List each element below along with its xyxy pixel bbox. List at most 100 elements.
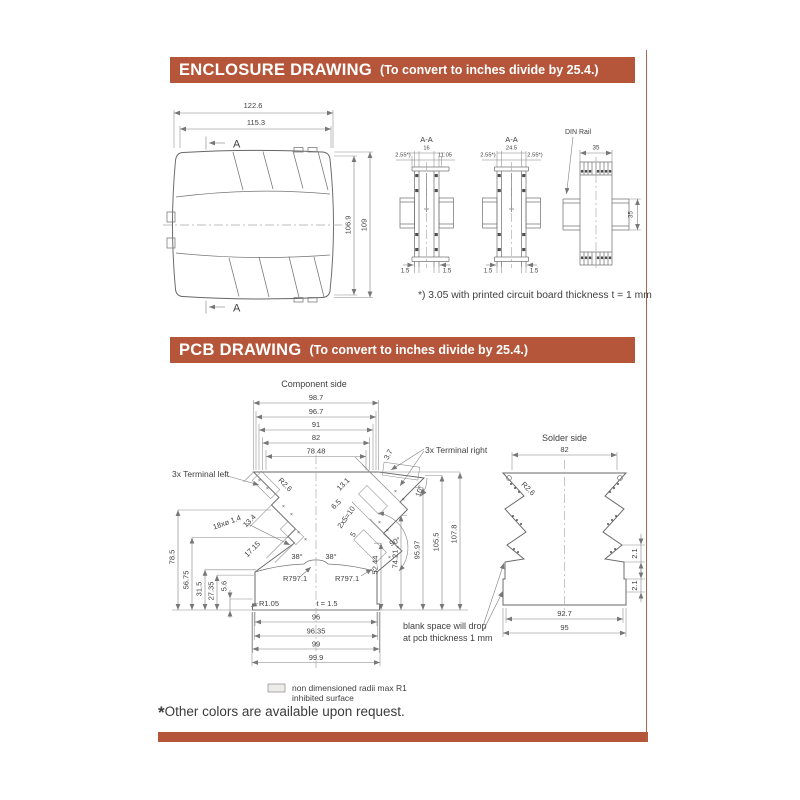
- svg-text:×: ×: [394, 489, 397, 495]
- label-r105: R1.05: [259, 599, 279, 608]
- svg-text:×: ×: [378, 520, 381, 526]
- section2-dim-foot-left: 1.5: [484, 268, 493, 275]
- dim-comp-top-3: 91: [312, 420, 320, 429]
- section1-dim-width: 16: [423, 146, 429, 152]
- dim-comp-left-3: 31.5: [195, 582, 204, 597]
- section2-dim-wall-right: 2.55*): [527, 153, 543, 159]
- dim-pitch-5: 5: [348, 530, 358, 539]
- section2-dim-wall-left: 2.55*): [480, 153, 496, 159]
- dim-comp-top-2: 96.7: [309, 407, 324, 416]
- dim-134: 13.4: [241, 512, 258, 529]
- dim-angle-10: 10°: [413, 484, 425, 498]
- svg-text:×: ×: [396, 545, 399, 551]
- dim-131: 13.1: [335, 476, 352, 493]
- footer-note-text: Other colors are available upon request.: [164, 704, 405, 719]
- dim-comp-right-4: 105.5: [432, 533, 441, 552]
- legend-swatch: [267, 683, 286, 693]
- legend-line-2: inhibited surface: [292, 693, 354, 703]
- label-holes: 18x⌀ 1.4: [212, 513, 242, 531]
- pcb-component-side: Component side ××× ××× ××× ×××: [168, 379, 488, 668]
- footer-asterisk: *: [158, 703, 165, 722]
- dim-pitch: 2x5=10: [335, 504, 357, 530]
- label-terminal-right: 3x Terminal right: [425, 445, 488, 455]
- enclosure-header-subtitle: (To convert to inches divide by 25.4.): [380, 63, 599, 77]
- section-din-rail: DIN Rail 35 3: [562, 129, 641, 270]
- dim-angle-90: 90°: [388, 535, 402, 548]
- section-marker-a-top: A: [233, 139, 241, 151]
- section2-label: A-A: [505, 135, 518, 144]
- solder-side-label: Solder side: [542, 433, 587, 443]
- dim-comp-right-3: 95.97: [413, 541, 422, 560]
- note-line-1: blank space will drop: [403, 621, 487, 631]
- enclosure-header-title: ENCLOSURE DRAWING: [179, 60, 373, 79]
- dim-65: 6.5: [329, 497, 343, 511]
- dim-enclosure-height-outer: 109: [360, 219, 369, 232]
- dim-comp-right-5: 107.8: [450, 525, 459, 544]
- blank-space-note: blank space will drop at pcb thickness 1…: [403, 562, 505, 643]
- din-dim-width-top: 35: [593, 145, 600, 152]
- component-side-label: Component side: [281, 379, 347, 389]
- label-thickness: t = 1.5: [316, 599, 337, 608]
- dim-comp-bot-4: 99.9: [309, 653, 324, 662]
- dim-comp-right-1: 52.44: [371, 556, 380, 575]
- bottom-accent-bar: [158, 732, 648, 742]
- dim-enclosure-width-inner: 115.3: [247, 118, 265, 127]
- enclosure-section-header: ENCLOSURE DRAWING (To convert to inches …: [170, 57, 635, 83]
- section2-dim-width: 24.5: [506, 146, 517, 152]
- pcb-solder-side: Solder side 82 R2.6 2.1: [501, 433, 645, 637]
- label-terminal-left: 3x Terminal left: [172, 469, 230, 479]
- section1-dim-foot-right: 1.5: [443, 268, 452, 275]
- svg-text:×: ×: [297, 530, 300, 536]
- dim-enclosure-width-outer: 122.6: [244, 101, 263, 110]
- svg-text:×: ×: [290, 512, 293, 518]
- section1-label: A-A: [420, 135, 433, 144]
- dim-enclosure-height-inner: 106.9: [344, 216, 353, 235]
- enclosure-footnote: *) 3.05 with printed circuit board thick…: [418, 290, 652, 301]
- dim-comp-left-2: 56.75: [182, 571, 191, 590]
- section1-dim-foot-left: 1.5: [401, 268, 410, 275]
- label-r797-left: R797.1: [283, 574, 307, 583]
- dim-comp-left-4: 27.35: [207, 582, 216, 601]
- section-aa-1: A-A 16 2.55*) 11.05: [395, 135, 455, 275]
- din-rail-label: DIN Rail: [565, 129, 592, 136]
- section-marker-a-bottom: A: [233, 303, 241, 315]
- enclosure-front-view: 122.6 115.3 106.9 109 A A: [163, 101, 373, 315]
- dim-comp-right-2: 74.21: [391, 550, 400, 569]
- svg-text:×: ×: [282, 504, 285, 510]
- dim-comp-bot-1: 96: [312, 613, 320, 622]
- label-r-top: R2.6: [277, 476, 295, 494]
- svg-text:×: ×: [388, 555, 391, 561]
- dim-angle-38-left: 38°: [291, 552, 302, 561]
- svg-text:×: ×: [304, 537, 307, 543]
- footer-note: *Other colors are available upon request…: [158, 703, 405, 723]
- dim-comp-top-5: 78.48: [307, 447, 326, 456]
- din-dim-width-right: 35: [628, 211, 635, 218]
- dim-comp-bot-3: 99: [312, 640, 320, 649]
- dim-1715: 17.15: [242, 539, 262, 559]
- dim-solder-step-1: 2.1: [630, 548, 639, 558]
- note-line-2: at pcb thickness 1 mm: [403, 633, 493, 643]
- dim-comp-bot-2: 96.35: [307, 627, 326, 636]
- right-border-line: [646, 50, 647, 742]
- dim-solder-step-2: 2.1: [630, 580, 639, 590]
- dim-comp-left-5: 5.6: [220, 581, 229, 591]
- dim-solder-bot-2: 95: [560, 623, 568, 632]
- dim-solder-top: 82: [560, 445, 568, 454]
- svg-text:×: ×: [386, 528, 389, 534]
- pcb-header-subtitle: (To convert to inches divide by 25.4.): [309, 343, 529, 357]
- section2-dim-foot-right: 1.5: [530, 268, 539, 275]
- pcb-header-title: PCB DRAWING: [179, 340, 302, 359]
- svg-text:×: ×: [402, 497, 405, 503]
- section-aa-2: A-A 24.5 2.55*) 2.55*): [480, 135, 543, 275]
- dim-angle-38-right: 38°: [325, 552, 336, 561]
- label-r797-right: R797.1: [335, 574, 359, 583]
- legend: non dimensioned radii max R1 inhibited s…: [267, 683, 407, 703]
- section1-dim-wall-left: 2.55*): [395, 153, 411, 159]
- svg-text:×: ×: [258, 478, 261, 484]
- dim-comp-top-4: 82: [312, 433, 320, 442]
- dim-comp-top-1: 98.7: [309, 393, 324, 402]
- dim-comp-left-1: 78.5: [168, 550, 177, 565]
- section1-dim-right: 11.05: [438, 153, 452, 159]
- legend-line-1: non dimensioned radii max R1: [292, 683, 407, 693]
